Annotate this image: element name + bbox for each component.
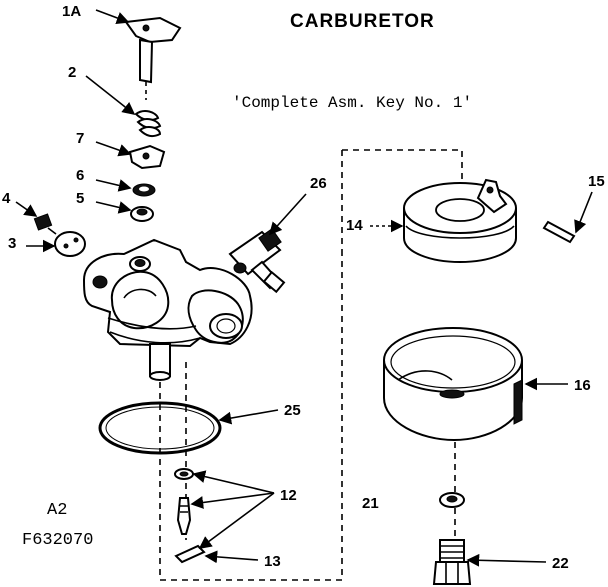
- part-float: [403, 178, 517, 264]
- diagram-title: CARBURETOR: [290, 11, 435, 32]
- part-bowl-nut: [432, 539, 472, 585]
- part-carburetor-body: [82, 238, 253, 381]
- part-float-bowl: [383, 327, 523, 442]
- part-spring: [134, 110, 162, 138]
- callout-2: 2: [68, 64, 76, 81]
- part-gasket-ring: [98, 401, 222, 455]
- part-washer-plate: [54, 231, 86, 257]
- callout-22: 22: [552, 555, 569, 572]
- callout-1a: 1A: [62, 3, 81, 20]
- callout-3: 3: [8, 235, 16, 252]
- callouts: 1A 2 7 6 5 4 3 26 25 12 13 14 15 16 21 2…: [2, 3, 605, 572]
- callout-13: 13: [264, 553, 281, 570]
- part-primer-fitting: [228, 228, 286, 294]
- callout-4: 4: [2, 190, 11, 207]
- diagram-subtitle: 'Complete Asm. Key No. 1': [232, 94, 472, 112]
- callout-12: 12: [280, 487, 297, 504]
- callout-7: 7: [76, 130, 84, 147]
- callout-25: 25: [284, 402, 301, 419]
- callout-6: 6: [76, 167, 84, 184]
- callout-16: 16: [574, 377, 591, 394]
- part-clip: [174, 544, 206, 564]
- part-needle-assembly: [174, 468, 194, 535]
- callout-21: 21: [362, 495, 379, 512]
- part-hinge-pin: [542, 220, 576, 244]
- callout-15: 15: [588, 173, 605, 190]
- callout-26: 26: [310, 175, 327, 192]
- callout-5: 5: [76, 190, 84, 207]
- figure-number: F632070: [22, 531, 93, 550]
- variant-code: A2: [47, 501, 67, 520]
- part-choke-shaft: [124, 16, 182, 100]
- part-bushing: [130, 206, 154, 222]
- part-screw: [33, 213, 57, 235]
- part-bowl-washer: [439, 492, 465, 508]
- callout-14: 14: [346, 217, 363, 234]
